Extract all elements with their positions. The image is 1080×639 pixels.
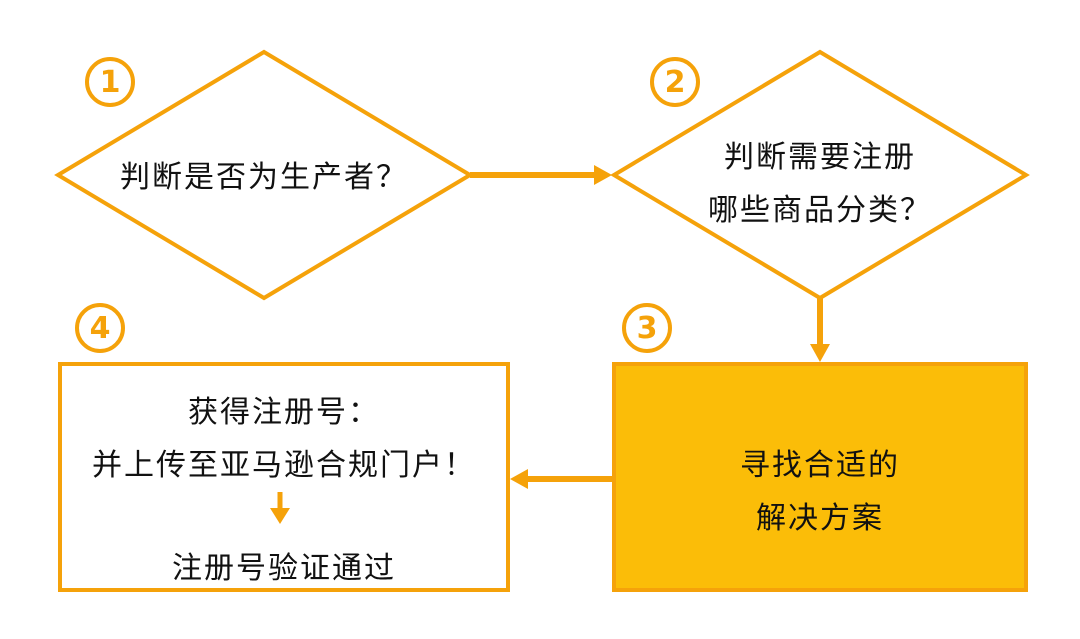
- step-1-text: 判断是否为生产者？: [120, 160, 408, 195]
- arrowhead-step2-to-step3: [810, 344, 830, 362]
- step-3-text-line-2: 解决方案: [756, 501, 884, 536]
- step-1-diamond: [54, 49, 474, 301]
- step-2-text-line-2: 哪些商品分类？: [708, 193, 932, 228]
- step-4-text-line-3: 注册号验证通过: [172, 551, 396, 586]
- step-4-number: 4: [75, 303, 125, 353]
- step-4-text-line-2: 并上传至亚马逊合规门户！: [92, 448, 476, 483]
- step-3-number: 3: [622, 303, 672, 353]
- arrowhead-step3-to-step4: [510, 469, 528, 489]
- step-4-box: [58, 362, 510, 592]
- arrowhead-step1-to-step2: [594, 165, 612, 185]
- step-2-number: 2: [650, 57, 700, 107]
- step-3-text-line-1: 寻找合适的: [740, 448, 900, 483]
- step-2-text-line-1: 判断需要注册: [724, 140, 916, 175]
- arrowhead-inside-step4: [270, 508, 290, 524]
- step-4-text-line-1: 获得注册号：: [188, 395, 380, 430]
- step-1-number: 1: [85, 57, 135, 107]
